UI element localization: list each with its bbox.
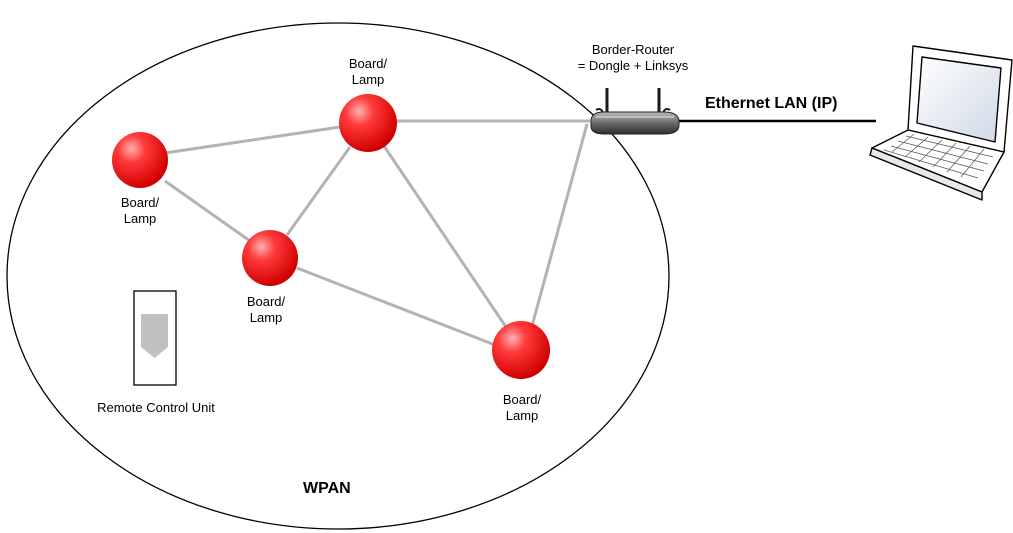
border-router-subtitle: = Dongle + Linksys — [577, 58, 689, 73]
wpan-label: WPAN — [303, 480, 351, 497]
link-middle-bottom — [296, 266, 496, 347]
node-bottom-ball[interactable] — [492, 321, 550, 379]
node-top-label: Board/ Lamp — [348, 56, 388, 87]
node-left-ball[interactable] — [112, 132, 168, 188]
link-top-bottom — [382, 145, 510, 331]
remote-control-icon[interactable] — [133, 290, 177, 386]
link-middle-top — [285, 146, 352, 236]
remote-control-label: Remote Control Unit — [97, 400, 215, 415]
ethernet-label: Ethernet LAN (IP) — [705, 95, 838, 112]
router-icon[interactable] — [590, 88, 680, 135]
node-left-label: Board/ Lamp — [120, 195, 160, 226]
node-middle-label: Board/ Lamp — [246, 294, 286, 325]
link-left-middle — [164, 179, 251, 243]
border-router-title: Border-Router — [591, 42, 675, 57]
node-bottom-label: Board/ Lamp — [502, 392, 542, 423]
node-top-ball[interactable] — [339, 94, 397, 152]
node-middle-ball[interactable] — [242, 230, 298, 286]
wpan-boundary — [6, 22, 670, 530]
link-left-top — [164, 125, 341, 155]
mesh-links — [164, 119, 590, 347]
laptop-icon[interactable] — [869, 45, 1013, 201]
link-router-bottom — [530, 123, 589, 327]
